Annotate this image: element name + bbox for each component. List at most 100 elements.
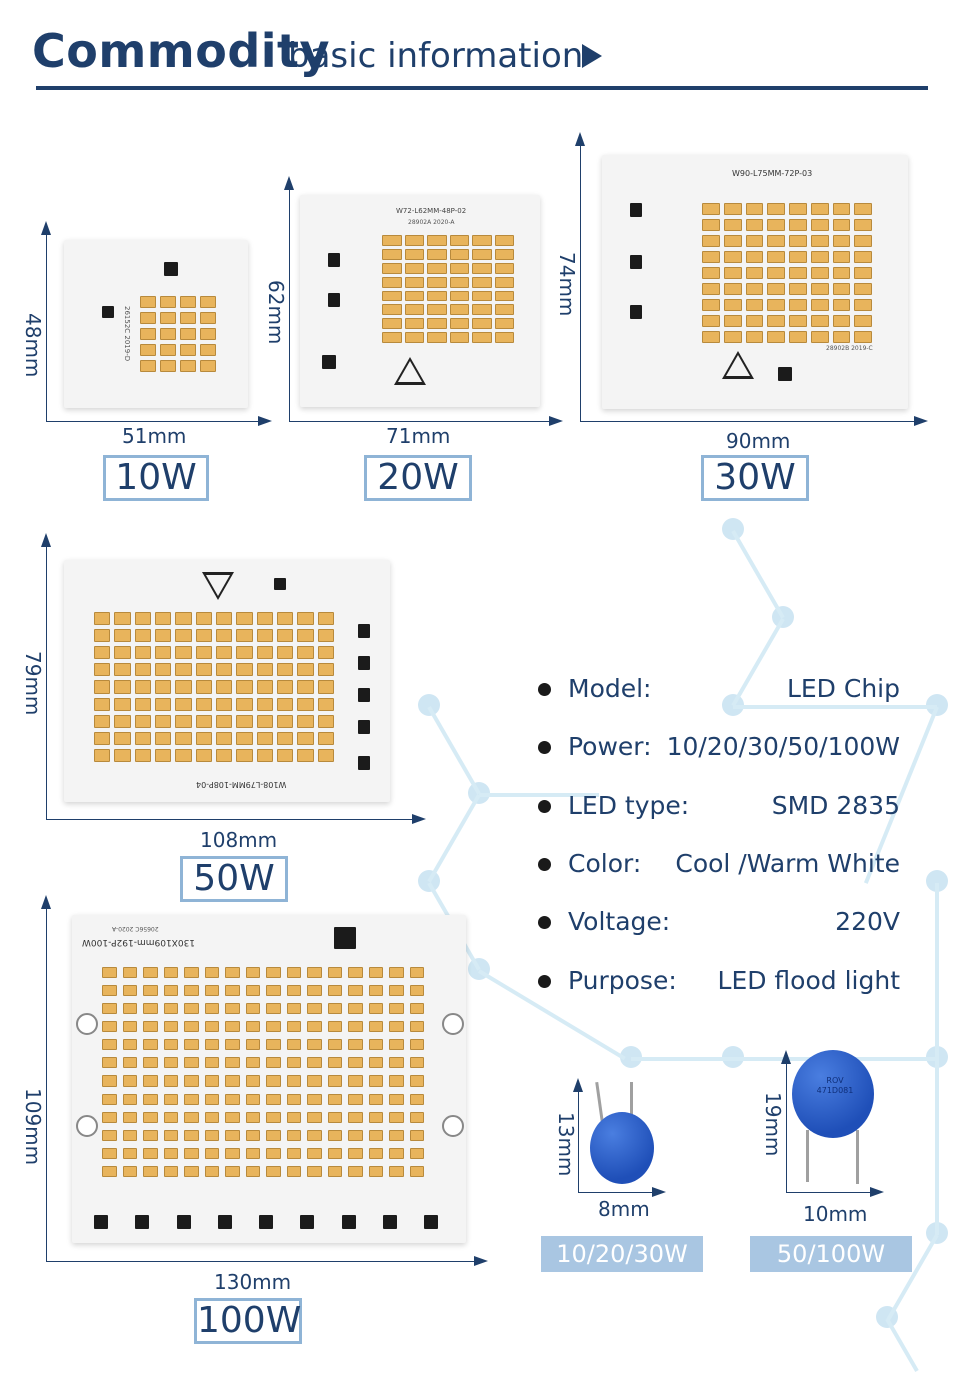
led-chip <box>114 731 131 745</box>
led-chip <box>236 731 253 745</box>
led-chip <box>389 967 404 979</box>
led-chip <box>225 985 240 997</box>
driver-ic <box>135 1215 150 1229</box>
driver-ic <box>358 624 370 638</box>
width-axis <box>46 421 260 422</box>
led-chip <box>723 331 742 343</box>
led-chip <box>723 219 742 231</box>
led-chip <box>854 331 872 343</box>
board-sub-code: 28902A 2020-A <box>408 219 455 226</box>
led-chip <box>256 612 273 626</box>
led-chip <box>745 315 764 327</box>
led-chip <box>348 1147 363 1159</box>
led-chip <box>122 985 137 997</box>
led-chip <box>368 1111 383 1123</box>
led-chip <box>723 299 742 311</box>
led-chip <box>368 1147 383 1159</box>
led-chip <box>409 1021 424 1033</box>
led-chip <box>368 1057 383 1069</box>
led-chip <box>225 1057 240 1069</box>
led-chip <box>143 1039 158 1051</box>
led-chip <box>163 1111 178 1123</box>
led-chip <box>449 248 469 260</box>
led-chip <box>494 318 514 330</box>
hex-node <box>620 1046 642 1068</box>
led-chip <box>102 1129 117 1141</box>
height-axis <box>578 1090 579 1192</box>
led-chip <box>702 219 720 231</box>
led-chip <box>184 1003 199 1015</box>
led-chip <box>348 1057 363 1069</box>
led-chip <box>286 985 301 997</box>
led-chip <box>723 267 742 279</box>
led-chip <box>327 1129 342 1141</box>
led-chip <box>266 1129 281 1141</box>
driver-ic-row <box>94 1215 438 1231</box>
led-chip <box>94 680 111 694</box>
led-chip <box>102 1075 117 1087</box>
driver-ic <box>358 756 370 770</box>
led-chip <box>404 332 424 343</box>
led-chip <box>810 331 829 343</box>
spec-label: Model: <box>568 674 652 703</box>
led-chip <box>204 1057 219 1069</box>
led-chip <box>143 1165 158 1177</box>
led-chip <box>122 1093 137 1105</box>
hex-node <box>722 518 744 540</box>
driver-ic <box>630 305 642 319</box>
led-chip <box>236 714 253 728</box>
led-chip <box>140 344 156 356</box>
led-chip <box>225 1075 240 1087</box>
height-label: 48mm <box>21 313 45 378</box>
driver-ic <box>358 720 370 734</box>
led-chip <box>389 1057 404 1069</box>
led-chip <box>789 219 807 231</box>
led-chip <box>449 290 469 302</box>
led-chip <box>832 235 851 247</box>
led-chip <box>789 251 807 263</box>
led-chip <box>277 646 294 660</box>
led-chip <box>225 1021 240 1033</box>
led-chip <box>702 315 720 327</box>
led-chip <box>245 1075 260 1087</box>
led-chip <box>317 697 334 711</box>
led-chip <box>494 332 514 343</box>
led-chip <box>286 1111 301 1123</box>
height-axis <box>46 233 47 421</box>
led-chip <box>204 1111 219 1123</box>
led-chip <box>175 731 192 745</box>
led-chip <box>204 1039 219 1051</box>
led-chip <box>155 646 172 660</box>
led-chip <box>382 248 402 260</box>
led-chip <box>327 1111 342 1123</box>
hex-node <box>772 606 794 628</box>
led-chip <box>409 1129 424 1141</box>
height-axis <box>580 144 581 421</box>
led-chip <box>286 1129 301 1141</box>
led-chip <box>195 731 212 745</box>
led-chip <box>245 1147 260 1159</box>
led-chip <box>94 714 111 728</box>
led-chip <box>382 332 402 343</box>
power-badge: 50W <box>180 856 288 902</box>
led-chip <box>427 235 447 246</box>
led-chip <box>389 1093 404 1105</box>
led-chip <box>277 697 294 711</box>
led-chip <box>134 731 151 745</box>
led-chip <box>225 1039 240 1051</box>
led-chip <box>266 985 281 997</box>
led-chip <box>184 967 199 979</box>
axis-arrow-right-icon <box>914 416 928 426</box>
width-label: 90mm <box>726 429 791 453</box>
driver-ic <box>102 306 114 318</box>
led-chip <box>266 1003 281 1015</box>
led-chip <box>256 663 273 677</box>
driver-ic <box>358 656 370 670</box>
led-chip <box>745 299 764 311</box>
led-chip <box>297 646 314 660</box>
led-chip <box>427 262 447 274</box>
led-chip <box>767 331 785 343</box>
led-chip <box>427 276 447 288</box>
led-chip <box>175 748 192 762</box>
led-chip <box>286 967 301 979</box>
